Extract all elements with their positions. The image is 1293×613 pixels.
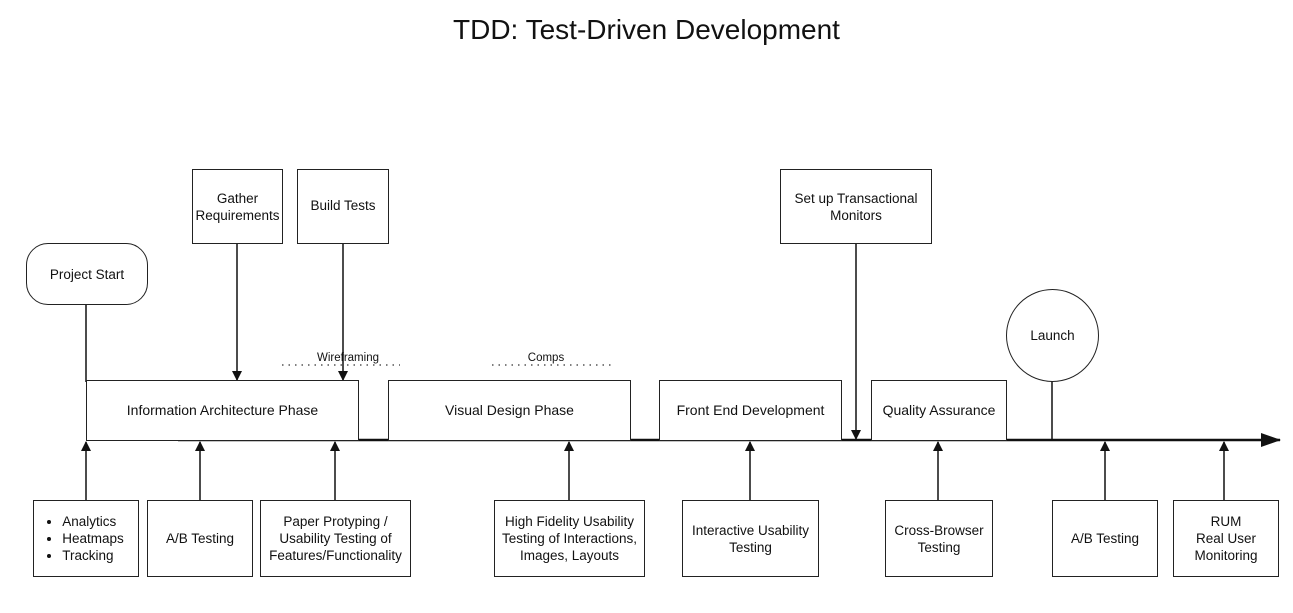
hifi-usability-box: High Fidelity Usability Testing of Inter… [494,500,645,577]
quality-assurance-box: Quality Assurance [871,380,1007,441]
interactive-line-2: Testing [729,539,772,555]
qa-phase-label: Quality Assurance [882,402,996,418]
analytics-box: Analytics Heatmaps Tracking [33,500,139,577]
analytics-item: Analytics [62,513,124,530]
ab-testing-box-2: A/B Testing [1052,500,1158,577]
rum-line-2: Real User [1195,531,1257,546]
frontend-phase-label: Front End Development [676,402,825,418]
project-start-node: Project Start [26,243,148,305]
project-start-label: Project Start [49,266,125,282]
front-end-development-box: Front End Development [659,380,842,441]
paper-line-3: Features/Functionality [269,548,402,563]
interactive-line-1: Interactive Usability [691,522,810,538]
paper-prototyping-box: Paper Protyping / Usability Testing of F… [260,500,411,577]
visual-phase-label: Visual Design Phase [445,402,574,418]
launch-label: Launch [1030,328,1075,343]
ab-testing-box-1: A/B Testing [147,500,253,577]
monitors-line-1: Set up Transactional [794,190,918,206]
paper-line-1: Paper Protyping / [283,514,388,529]
visual-design-phase-box: Visual Design Phase [388,380,631,441]
gather-line-1: Gather [216,190,259,206]
ab-testing-label-1: A/B Testing [165,531,235,546]
rum-line-1: RUM [1210,514,1242,529]
hifi-line-1: High Fidelity Usability [504,514,635,529]
diagram-title: TDD: Test-Driven Development [453,14,840,45]
rum-box: RUM Real User Monitoring [1173,500,1279,577]
monitors-line-2: Monitors [830,207,882,223]
hifi-line-3: Images, Layouts [519,548,620,563]
comps-note: Comps [527,352,565,364]
heatmaps-item: Heatmaps [62,530,124,547]
hifi-line-2: Testing of Interactions, [501,531,638,546]
build-tests-label: Build Tests [310,198,376,213]
launch-node: Launch [1006,289,1099,382]
ia-phase-label: Information Architecture Phase [126,402,319,418]
tracking-item: Tracking [62,547,124,564]
gather-requirements-box: Gather Requirements [192,169,283,244]
crossbrowser-line-1: Cross-Browser [894,522,984,538]
analytics-list: Analytics Heatmaps Tracking [48,513,124,564]
transactional-monitors-box: Set up Transactional Monitors [780,169,932,244]
build-tests-box: Build Tests [297,169,389,244]
rum-line-3: Monitoring [1194,548,1258,563]
interactive-usability-box: Interactive Usability Testing [682,500,819,577]
crossbrowser-line-2: Testing [917,539,961,555]
cross-browser-box: Cross-Browser Testing [885,500,993,577]
gather-line-2: Requirements [195,207,280,223]
ab-testing-label-2: A/B Testing [1070,531,1140,546]
paper-line-2: Usability Testing of [279,531,392,546]
wireframing-note: Wireframing [317,352,379,364]
ia-phase-box: Information Architecture Phase [86,380,359,441]
